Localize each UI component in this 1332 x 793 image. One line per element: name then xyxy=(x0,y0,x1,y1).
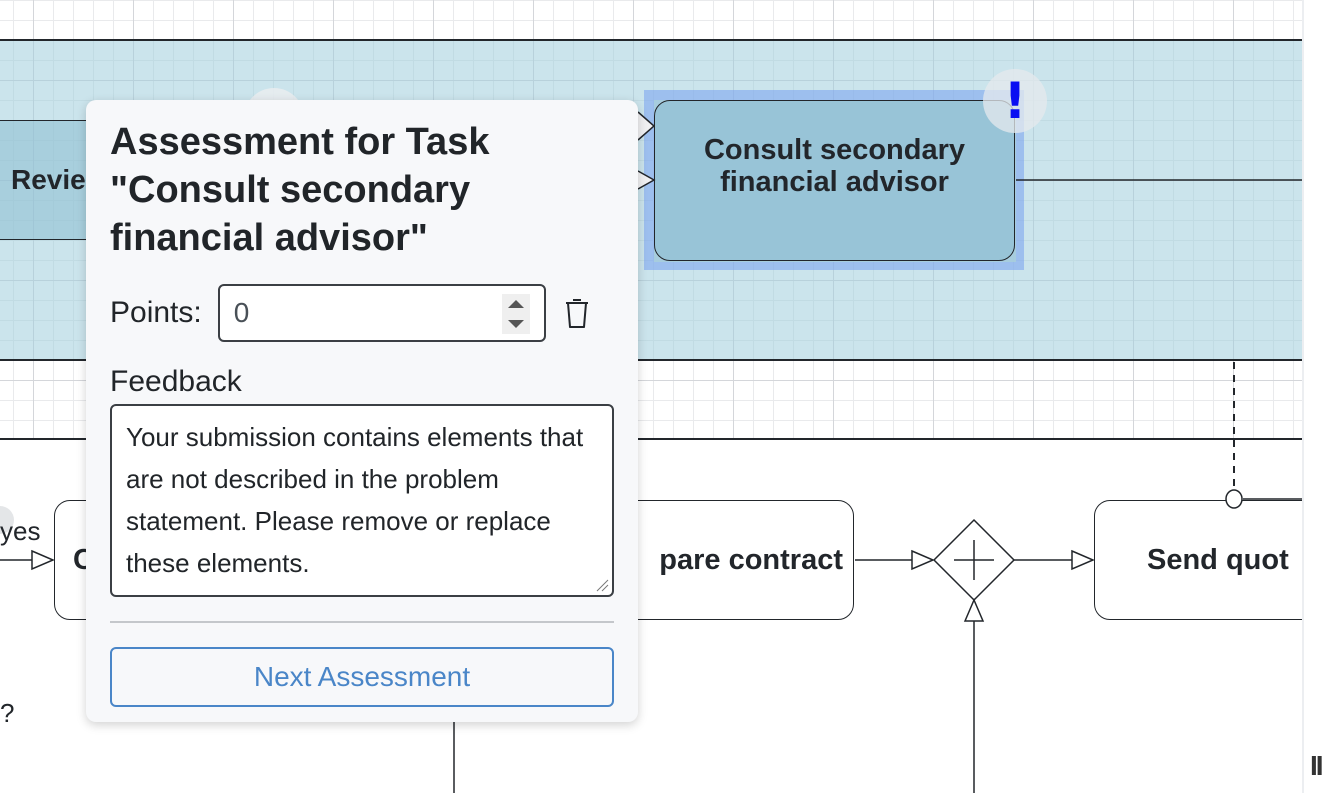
next-assessment-button[interactable]: Next Assessment xyxy=(110,647,614,707)
task-review-label: Revie xyxy=(11,164,86,195)
exclamation-icon: ! xyxy=(1003,72,1027,130)
task-prepare-contract-label: pare contract xyxy=(659,544,843,576)
lane-border-bottom xyxy=(0,438,1302,440)
resize-grip-icon[interactable] xyxy=(595,578,609,592)
points-input[interactable]: 0 xyxy=(217,284,546,342)
task-consult-secondary-financial-advisor[interactable]: Consult secondary financial advisor xyxy=(654,100,1015,261)
resize-handle-icon[interactable]: II xyxy=(1310,750,1323,781)
task-consult-label: Consult secondary financial advisor xyxy=(703,133,966,198)
increment-icon[interactable] xyxy=(507,300,524,308)
lane-border-middle xyxy=(0,359,1302,361)
assessment-title: Assessment for Task "Consult secondary f… xyxy=(110,121,490,259)
feedback-label: Feedback xyxy=(110,365,242,398)
points-row: Points: 0 xyxy=(110,284,614,342)
lane-border-top xyxy=(0,39,1302,41)
feedback-text: Your submission contains elements that a… xyxy=(126,422,584,578)
task-send-quote-label: Send quot xyxy=(1147,544,1289,576)
feedback-textarea[interactable]: Your submission contains elements that a… xyxy=(110,404,614,597)
diagram-canvas[interactable]: Revie Consult secondary financial adviso… xyxy=(0,0,1302,793)
popover-divider xyxy=(110,621,614,623)
task-send-quote[interactable]: Send quot xyxy=(1094,500,1302,620)
points-stepper[interactable] xyxy=(501,294,530,334)
decrement-icon[interactable] xyxy=(507,320,524,328)
edge-label-yes: yes xyxy=(0,516,41,546)
points-label: Points: xyxy=(110,296,202,329)
trash-icon[interactable] xyxy=(562,296,592,330)
assessment-popover: Assessment for Task "Consult secondary f… xyxy=(86,100,638,722)
edge-label-question: ? xyxy=(0,698,15,728)
side-panel-edge xyxy=(1302,0,1332,793)
warning-badge[interactable]: ! xyxy=(983,69,1047,133)
points-value: 0 xyxy=(233,297,250,328)
